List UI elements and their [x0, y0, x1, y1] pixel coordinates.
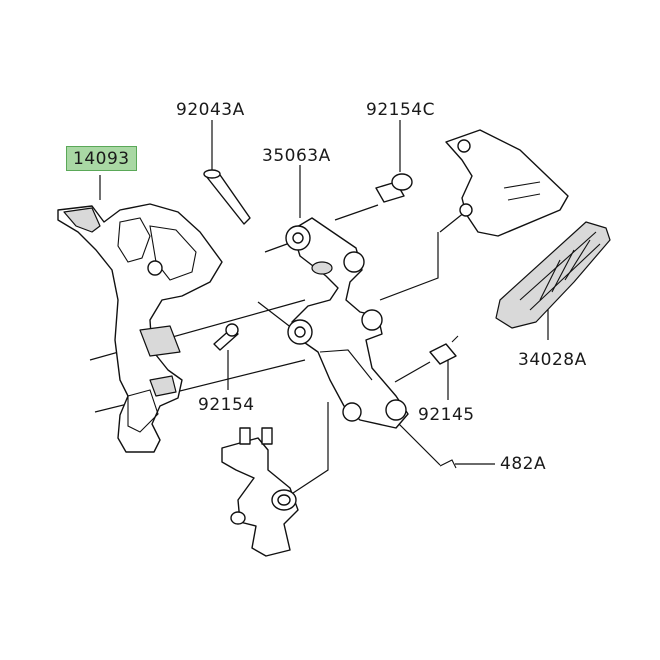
part-label-92043A[interactable]: 92043A: [176, 100, 245, 120]
spring-part-92145: [429, 335, 459, 365]
footpeg-part-34028A: [495, 221, 611, 329]
plate-bracket: [445, 129, 569, 237]
bracket-part-35063A: [285, 217, 409, 429]
part-label-35063A[interactable]: 35063A: [262, 146, 331, 166]
part-label-14093[interactable]: 14093: [66, 146, 137, 171]
bolt-part-92154: [213, 323, 239, 351]
part-label-482A[interactable]: 482A: [500, 454, 547, 474]
part-label-92154[interactable]: 92154: [198, 395, 255, 415]
bolt-part-92154C: [375, 173, 413, 203]
heel-guard-part-14093: [57, 203, 223, 453]
part-label-92154C[interactable]: 92154C: [366, 100, 435, 120]
pivot-housing: [221, 427, 299, 557]
pin-part-92043A: [203, 169, 251, 225]
clip-part-482A: [439, 459, 457, 469]
part-label-34028A[interactable]: 34028A: [518, 350, 587, 370]
part-label-92145[interactable]: 92145: [418, 405, 475, 425]
